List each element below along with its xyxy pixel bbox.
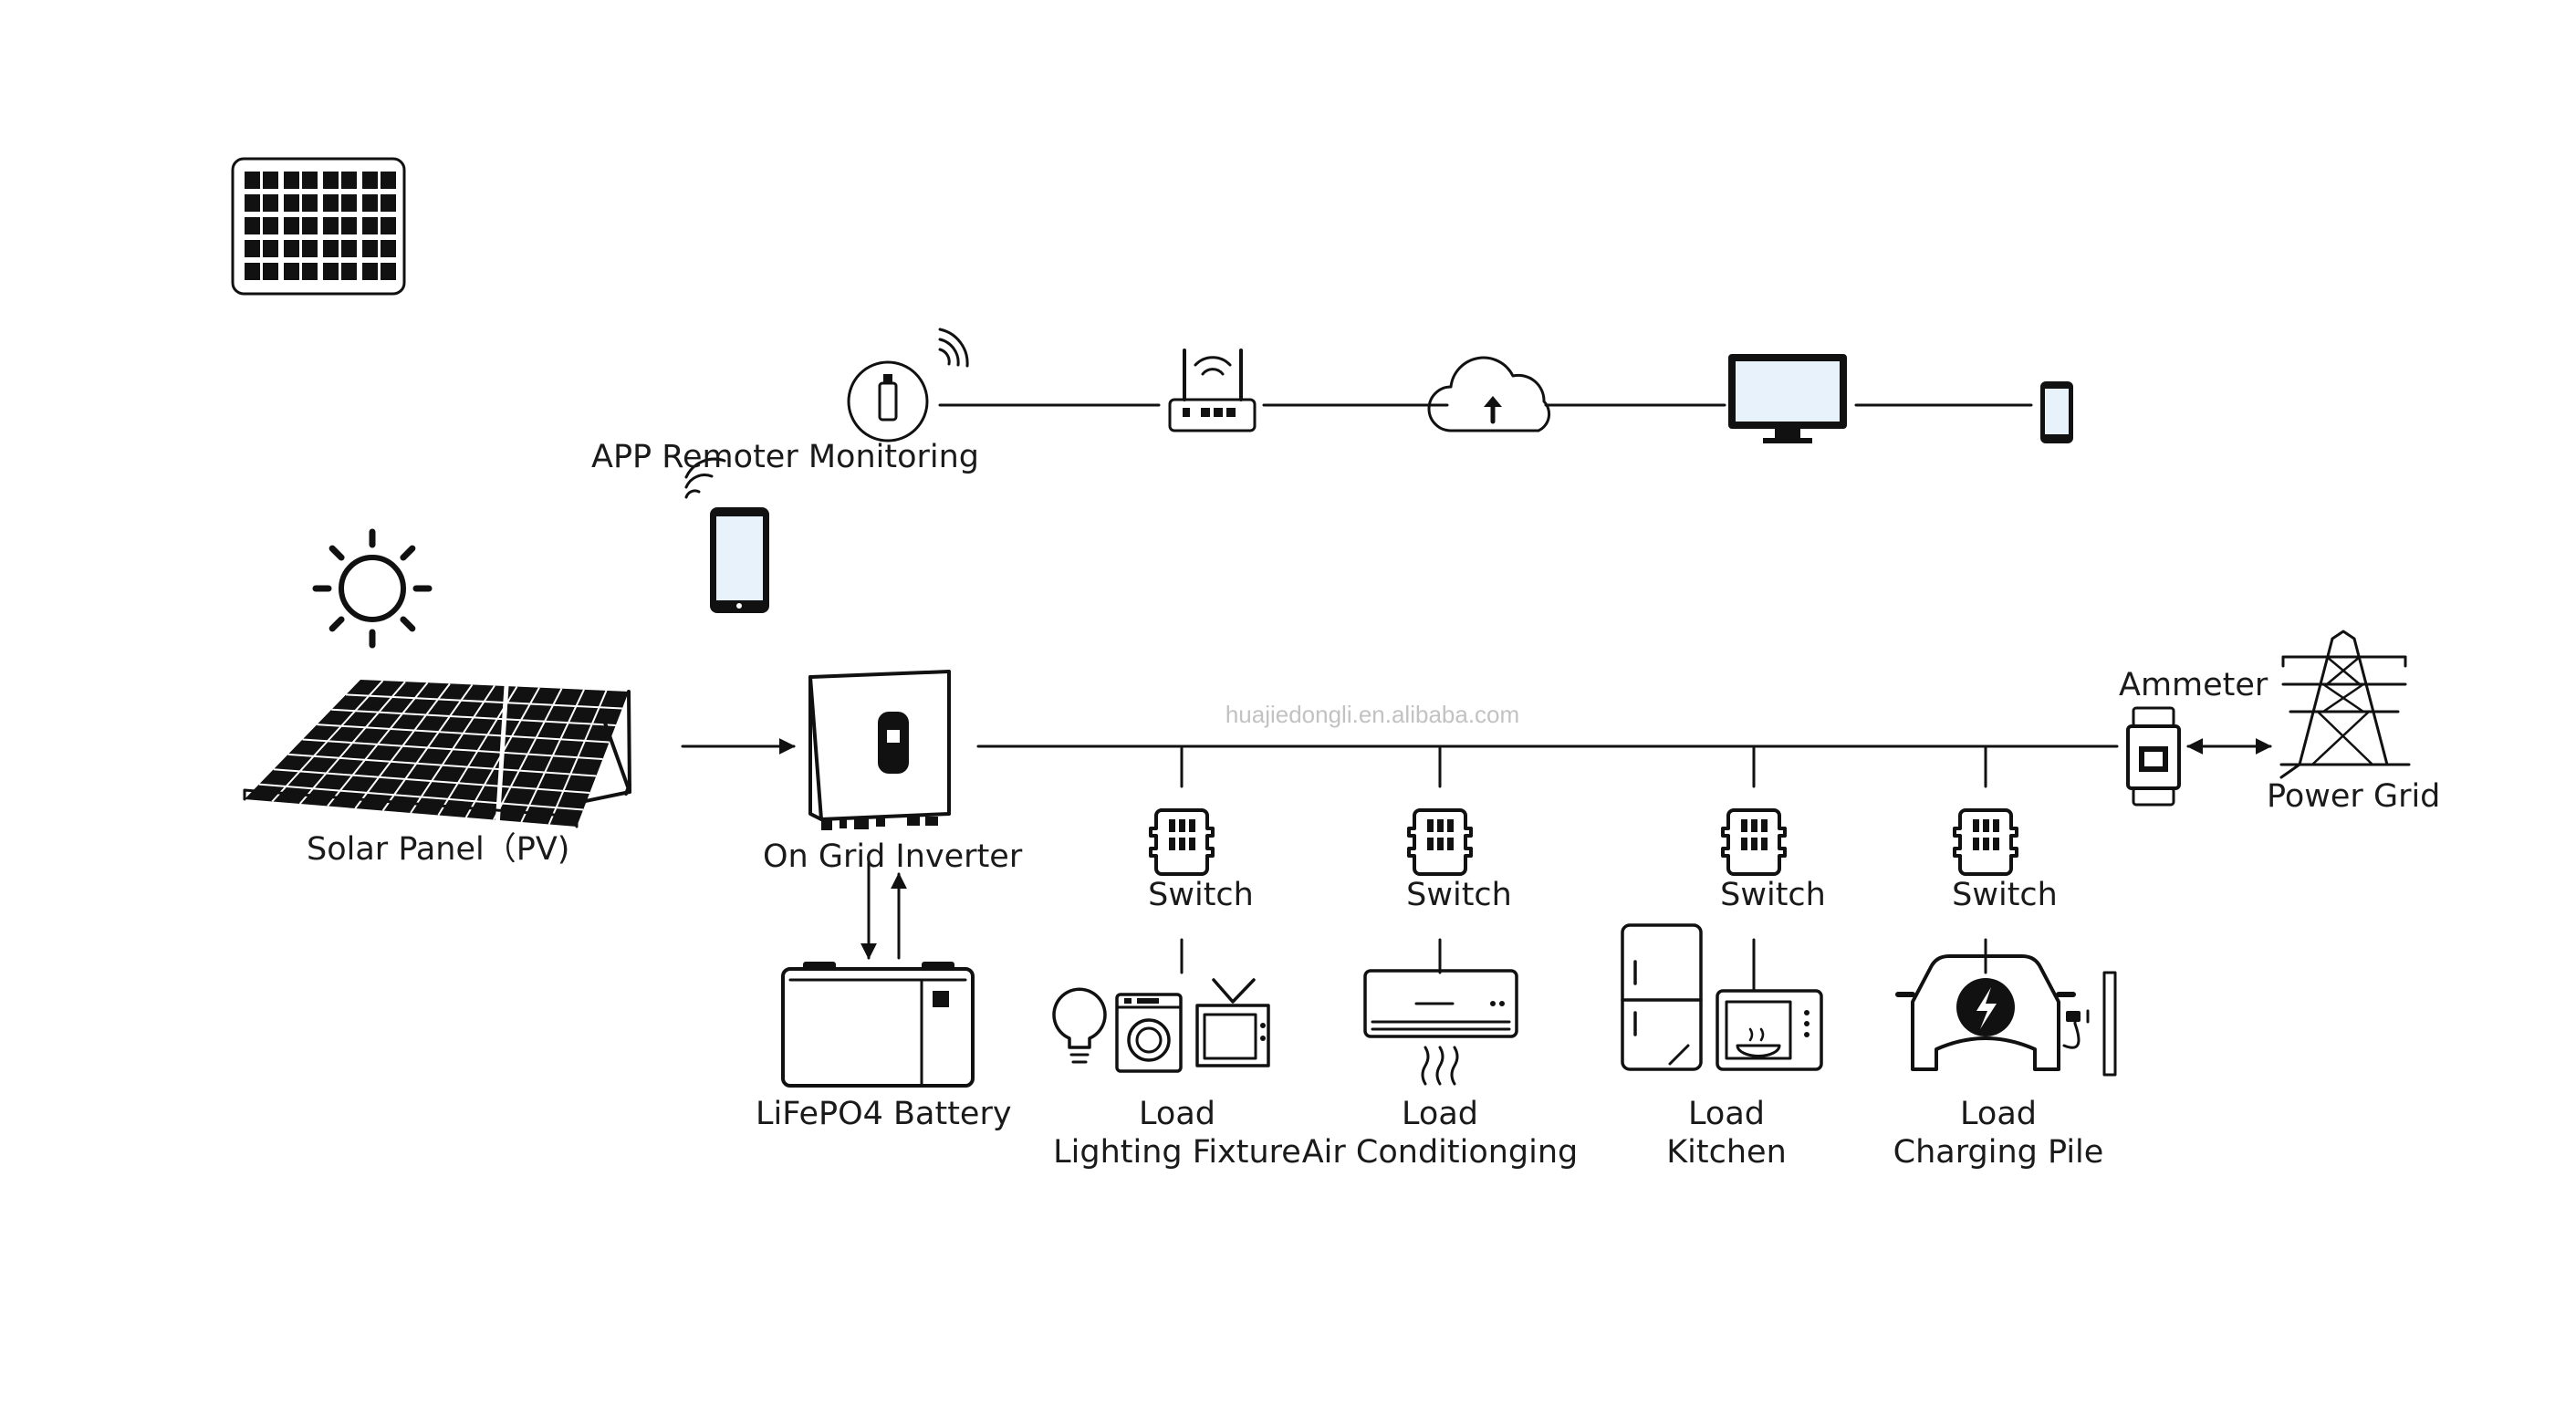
load-name: Kitchen: [1666, 1134, 1787, 1171]
load-name: Lighting Fixture: [1053, 1134, 1301, 1171]
load-title: Load: [1960, 1096, 2037, 1132]
load-name: Air Conditionging: [1301, 1134, 1579, 1171]
cloud-upload-icon: [1427, 356, 1551, 432]
switch-label: Switch: [1148, 877, 1254, 913]
solar-array-icon: [243, 680, 631, 828]
ammeter-icon: [2126, 706, 2181, 807]
load-title: Load: [1402, 1096, 1478, 1132]
smartphone-icon: [2040, 381, 2073, 443]
inverter-label: On Grid Inverter: [763, 838, 1023, 875]
switch-icon: [1953, 808, 2018, 876]
load-title: Load: [1688, 1096, 1765, 1132]
router-icon: [1168, 349, 1257, 432]
sun-icon: [312, 528, 433, 649]
switch-icon: [1149, 808, 1215, 876]
app-phone-icon: [684, 457, 769, 613]
load-name: Charging Pile: [1893, 1134, 2104, 1171]
battery-icon: [781, 962, 975, 1088]
switch-label: Switch: [1406, 877, 1512, 913]
switch-label: Switch: [1720, 877, 1826, 913]
wifi-dongle-icon: [847, 328, 969, 442]
load-title: Load: [1139, 1096, 1215, 1132]
air-conditioner-icon: [1363, 969, 1518, 1086]
switch-icon: [1721, 808, 1787, 876]
lighting-fixture-icon: [1052, 978, 1270, 1073]
ammeter-label: Ammeter: [2119, 667, 2268, 703]
app-monitoring-label: APP Remoter Monitoring: [591, 439, 980, 475]
switch-icon: [1407, 808, 1473, 876]
ev-charging-icon: [1895, 954, 2117, 1077]
switch-label: Switch: [1952, 877, 2058, 913]
solar-panel-icon: [231, 157, 406, 296]
solar-panel-label: Solar Panel（PV): [307, 831, 570, 868]
watermark: huajiedongli.en.alibaba.com: [1225, 701, 1520, 728]
power-grid-label: Power Grid: [2267, 778, 2441, 815]
power-tower-icon: [2279, 630, 2411, 779]
battery-label: LiFePO4 Battery: [756, 1096, 1012, 1132]
monitor-icon: [1728, 354, 1847, 443]
inverter-icon: [808, 670, 951, 830]
kitchen-appliances-icon: [1621, 923, 1823, 1071]
